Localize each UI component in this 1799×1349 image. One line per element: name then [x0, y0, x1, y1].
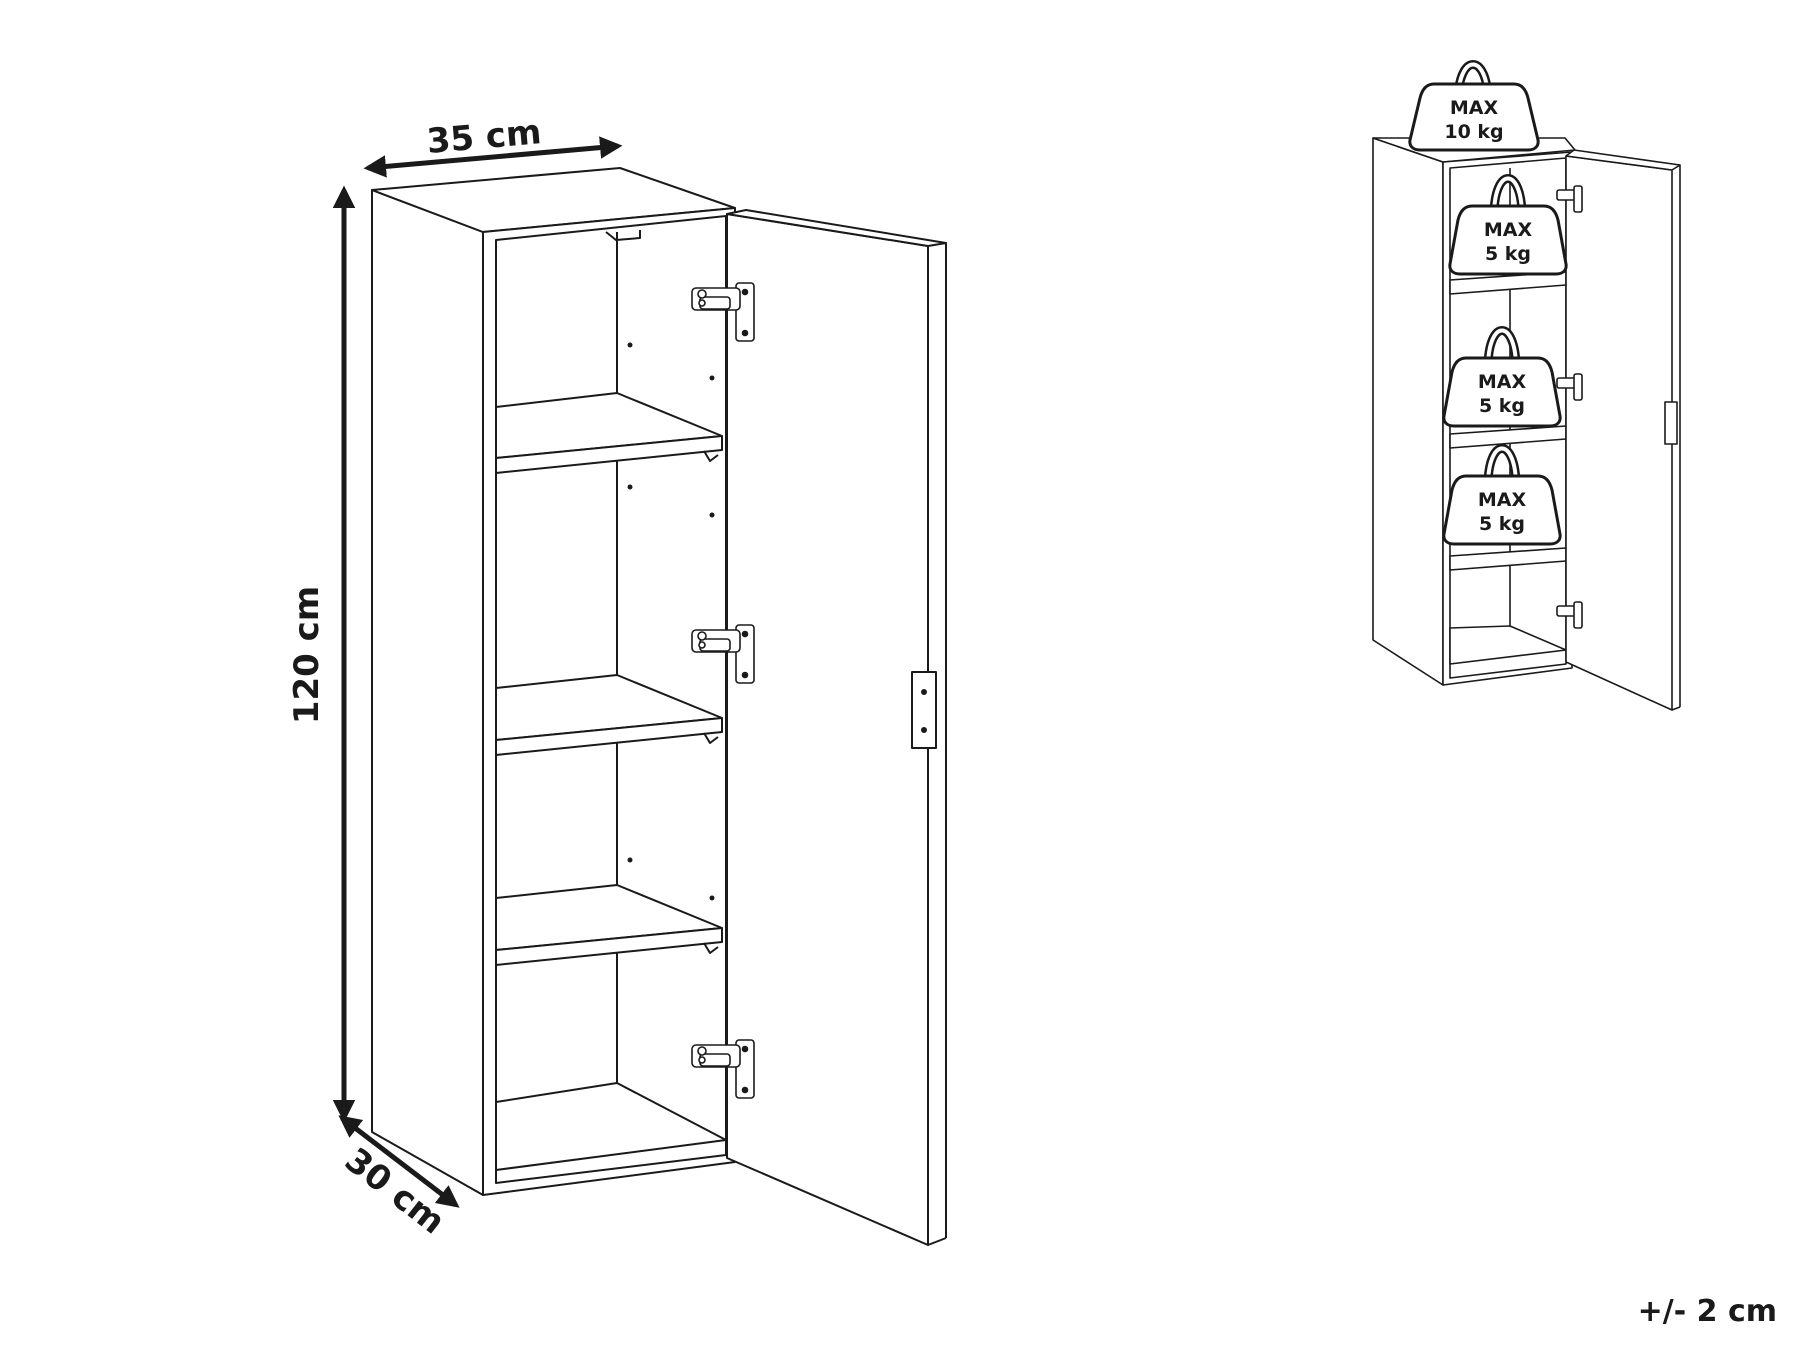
- hinge-middle: [691, 624, 755, 684]
- weight-shelf-2-value: 5 kg: [1479, 395, 1525, 417]
- depth-arrow: [338, 1115, 460, 1208]
- weight-shelf-2-max: MAX: [1478, 371, 1527, 393]
- weight-icon-top: MAX 10 kg: [1408, 60, 1540, 152]
- main-cabinet: [371, 167, 947, 1246]
- weight-shelf-1-value: 5 kg: [1485, 243, 1531, 265]
- weight-top-value: 10 kg: [1444, 121, 1503, 143]
- shelf-2-bracket: [703, 732, 719, 744]
- weight-shelf-3-value: 5 kg: [1479, 513, 1525, 535]
- weight-icon-shelf-2: MAX 5 kg: [1442, 326, 1562, 428]
- shelf-3-bracket: [703, 942, 719, 954]
- weight-shelf-1-max: MAX: [1484, 219, 1533, 241]
- shelf-pins: [627, 342, 715, 901]
- shelf-3-front: [495, 927, 723, 966]
- hinge-top: [691, 282, 755, 342]
- shelf-1-front: [495, 435, 723, 474]
- weight-top-max: MAX: [1450, 97, 1499, 119]
- weight-cabinet-side: [1372, 137, 1444, 686]
- weight-icon-shelf-1: MAX 5 kg: [1448, 174, 1568, 276]
- cabinet-door: [726, 213, 929, 1246]
- weight-icon-top-body: [1408, 82, 1540, 152]
- shelf-2-front: [495, 717, 723, 756]
- top-bracket: [605, 230, 641, 241]
- door-handle: [911, 671, 937, 749]
- width-label: 35 cm: [425, 112, 543, 162]
- hinge-bottom: [691, 1039, 755, 1099]
- width-arrow: [363, 136, 623, 178]
- weight-icon-shelf-3-body: [1442, 474, 1562, 546]
- weight-icon-shelf-3: MAX 5 kg: [1442, 444, 1562, 546]
- weight-icon-shelf-1-body: [1448, 204, 1568, 276]
- weight-icon-shelf-2-body: [1442, 356, 1562, 428]
- dimension-arrows: [332, 136, 623, 1208]
- shelf-1-bracket: [703, 450, 719, 462]
- tolerance-note: +/- 2 cm: [1637, 1294, 1777, 1329]
- height-label: 120 cm: [287, 586, 327, 724]
- cabinet-side-panel: [371, 189, 484, 1196]
- weight-door-handle: [1664, 401, 1678, 445]
- weight-shelf-3-max: MAX: [1478, 489, 1527, 511]
